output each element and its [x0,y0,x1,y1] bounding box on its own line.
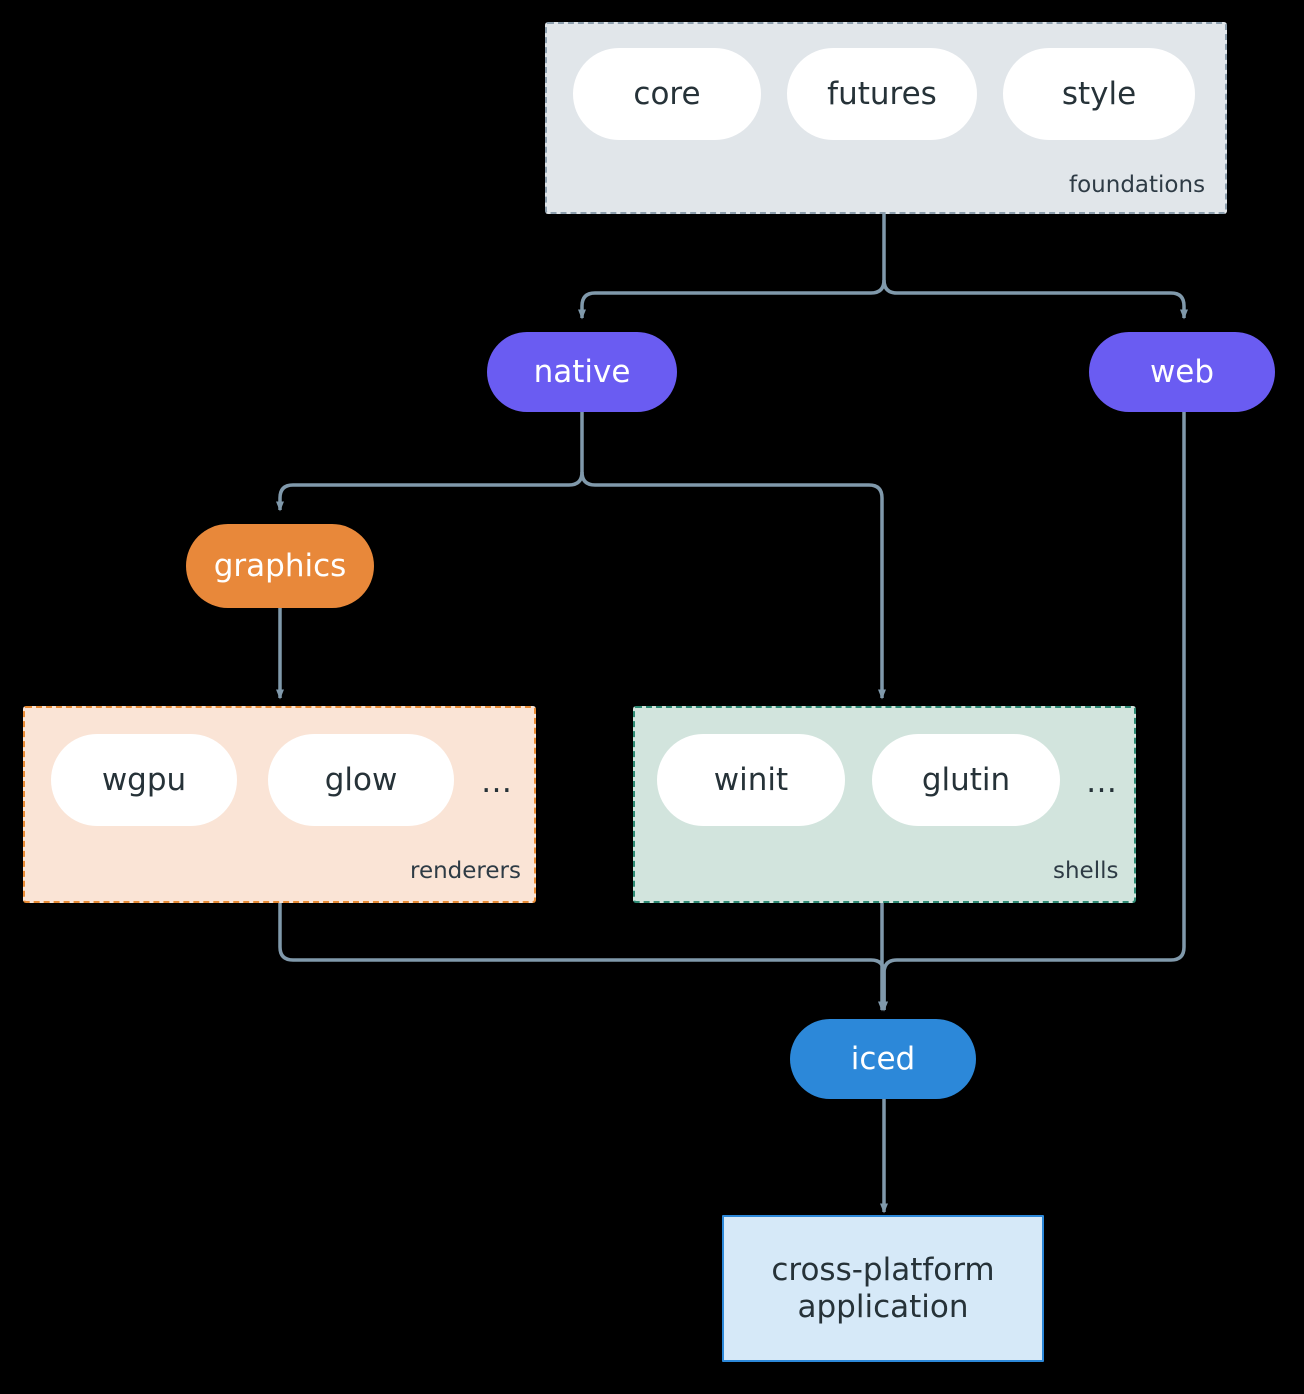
node-glutin-label: glutin [921,761,1011,798]
edge-web-iced [880,412,1186,1012]
node-native[interactable]: native [487,332,677,412]
node-iced-label: iced [850,1040,916,1077]
node-winit[interactable]: winit [657,734,845,826]
node-application[interactable]: cross-platform application [722,1215,1044,1362]
cluster-shells-label: shells [1053,858,1119,884]
node-iced[interactable]: iced [790,1019,976,1099]
node-web-label: web [1149,353,1215,390]
node-glow-label: glow [324,761,398,798]
node-futures-label: futures [827,75,937,112]
node-wgpu-label: wgpu [101,761,187,798]
node-glow[interactable]: glow [268,734,454,826]
node-core-label: core [633,75,701,112]
node-core[interactable]: core [573,48,761,140]
node-style-label: style [1061,75,1137,112]
edge-foundations-web [882,279,1188,320]
cluster-foundations-label: foundations [1069,172,1206,198]
edge-renderers-iced [278,903,888,1012]
node-application-label-line1: cross-platform [771,1251,995,1288]
node-futures[interactable]: futures [787,48,977,140]
node-native-label: native [533,353,631,390]
node-renderers-more: … [481,764,513,800]
node-graphics-label: graphics [213,547,347,584]
node-wgpu[interactable]: wgpu [51,734,237,826]
node-shells-more: … [1086,764,1118,800]
node-style[interactable]: style [1003,48,1195,140]
node-web[interactable]: web [1089,332,1275,412]
node-glutin[interactable]: glutin [872,734,1060,826]
edge-foundations-split [578,214,886,320]
edge-native-graphics [276,412,584,512]
node-graphics[interactable]: graphics [186,524,374,608]
node-winit-label: winit [713,761,789,798]
cluster-renderers-label: renderers [410,858,521,884]
node-application-label-line2: application [797,1288,969,1325]
edge-native-shells [580,471,886,700]
